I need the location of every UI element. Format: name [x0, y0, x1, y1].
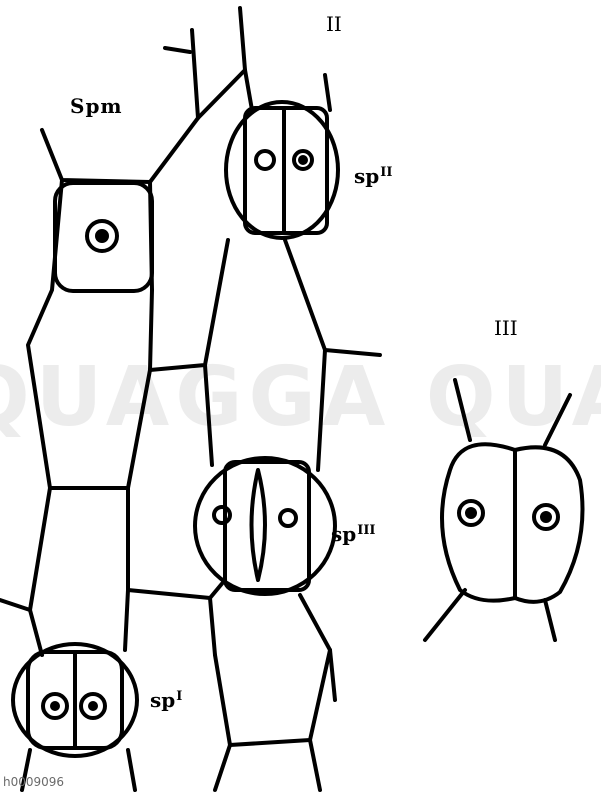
label-sp3-base: sp [331, 522, 357, 547]
cell-wall-center-7 [323, 73, 332, 112]
cell-wall-center-10 [328, 648, 337, 702]
spore-mother-cell [53, 181, 154, 293]
label-sp2-base: sp [354, 164, 380, 189]
cell-wall-center-2 [243, 68, 254, 112]
cell-wall-center-11 [213, 743, 232, 792]
cell-wall-left-6 [0, 598, 32, 612]
label-sp3: spIII [331, 524, 376, 544]
stoma-detail-3 [423, 378, 585, 642]
cell-wall-left-8 [20, 748, 32, 792]
stoma-sp1 [11, 642, 139, 758]
cell-wall-left-7 [126, 588, 217, 657]
label-figure-II: II [326, 12, 342, 36]
cell-wall-left-4 [28, 486, 52, 657]
cell-wall-left-5 [123, 486, 130, 652]
cell-wall-center-9 [213, 593, 332, 747]
cell-wall-center-8 [208, 578, 227, 600]
stoma-sp2 [224, 100, 340, 240]
cell-wall-center-6 [323, 348, 382, 357]
cell-wall-left-9 [126, 748, 137, 792]
stoma-sp3 [193, 456, 337, 596]
cell-wall-center-4 [203, 363, 214, 467]
label-sp1: spI [150, 690, 182, 710]
image-id-text: h0009096 [3, 775, 65, 789]
cell-wall-center-13 [163, 46, 192, 54]
label-figure-III: III [494, 316, 518, 340]
label-sp2: spII [354, 166, 392, 186]
cell-wall-center-1 [196, 6, 247, 120]
cell-wall-center-12 [308, 738, 322, 792]
label-sp3-sup: III [357, 523, 376, 538]
label-sp2-sup: II [380, 165, 393, 180]
cell-wall-center-3 [148, 238, 230, 372]
watermark-text: QUAGGA QUAGGA QUAGGA [0, 350, 601, 445]
cell-wall-center-5 [283, 238, 327, 472]
label-sp1-base: sp [150, 688, 176, 713]
label-sp1-sup: I [176, 689, 183, 704]
label-spm: Spm [70, 94, 123, 118]
